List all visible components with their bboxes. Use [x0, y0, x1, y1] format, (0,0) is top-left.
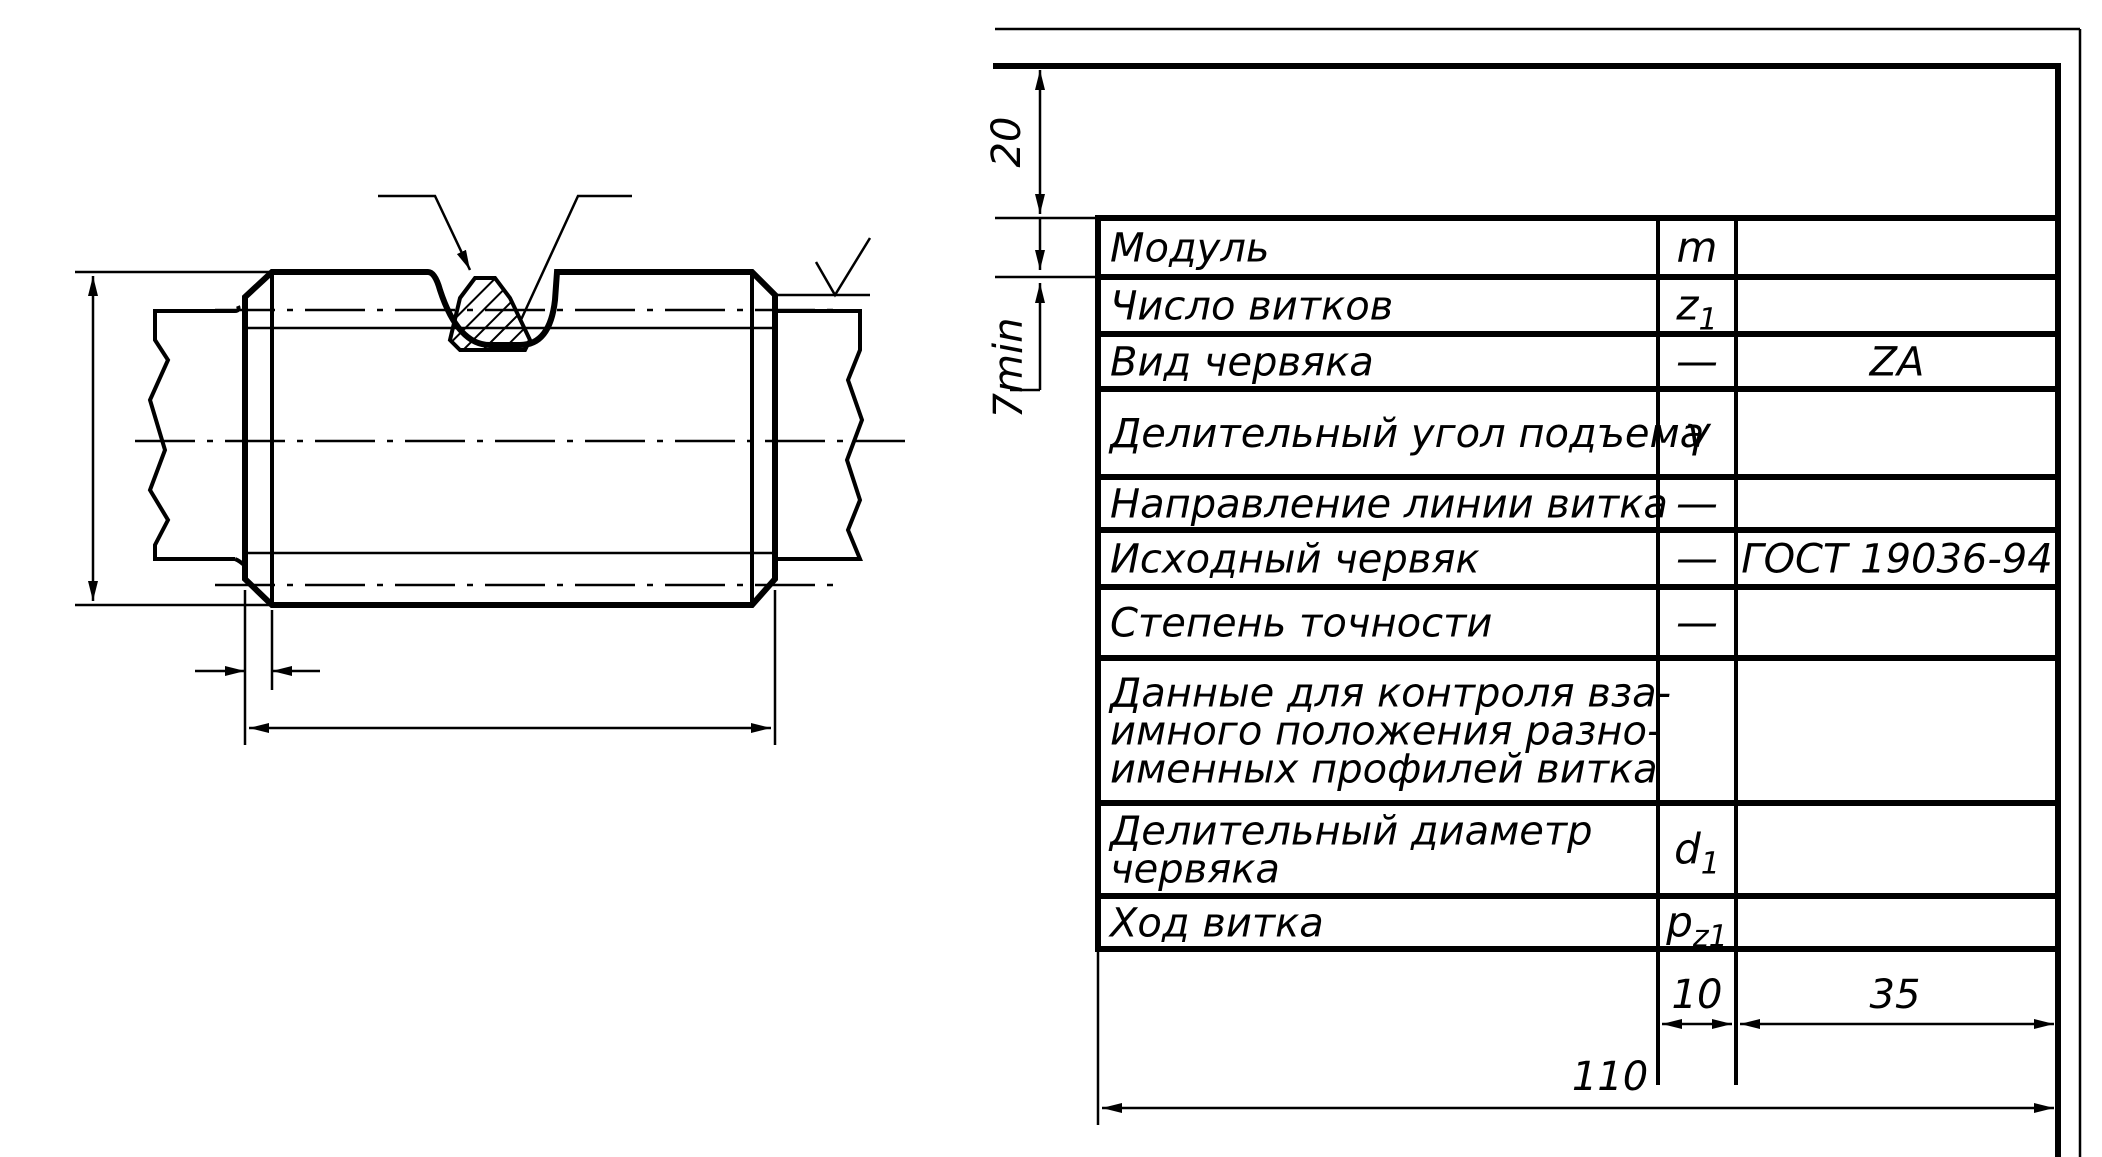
- table-outline: [1095, 215, 2061, 952]
- row-symbol: d1: [1674, 825, 1720, 882]
- row-symbol: —: [1676, 337, 1718, 386]
- right-shaft-stub: [775, 309, 865, 561]
- dim-10-label: 10: [1672, 972, 1723, 1018]
- row-label: Делительный диаметр: [1108, 809, 1593, 855]
- row-label: Делительный угол подъема: [1108, 411, 1704, 457]
- row-symbol: z1: [1675, 281, 1717, 338]
- leader-line-2: [518, 194, 632, 323]
- row-label: имного положения разно-: [1110, 709, 1661, 755]
- dim-110-label: 110: [1572, 1054, 1648, 1100]
- row-symbol: pz1: [1665, 898, 1728, 955]
- dim-7min-label: 7min: [986, 318, 1032, 419]
- row-label: Число витков: [1110, 284, 1393, 330]
- row-symbol: γ: [1685, 408, 1712, 457]
- row-label: Данные для контроля вза-: [1108, 671, 1671, 717]
- row-label: червяка: [1110, 847, 1280, 893]
- dim-20-label: 20: [984, 117, 1030, 168]
- row-label: Вид червяка: [1110, 340, 1374, 386]
- left-shaft-stub: [147, 309, 235, 561]
- row-label: Исходный червяк: [1110, 537, 1480, 583]
- row-label: Ход витка: [1108, 901, 1324, 947]
- row-dividers: [1098, 274, 2058, 899]
- row-label: Степень точности: [1110, 601, 1492, 647]
- row-label: Модуль: [1110, 226, 1269, 272]
- row-symbol: m: [1677, 223, 1718, 272]
- row-label: Направление линии витка: [1110, 482, 1668, 528]
- row-label: именных профилей витка: [1110, 747, 1658, 793]
- row-value: ZA: [1869, 340, 1925, 386]
- row-value: ГОСТ 19036-94: [1741, 537, 2052, 583]
- roughness-mark: [814, 237, 872, 298]
- worm-shaft-view: [75, 194, 905, 745]
- row-symbol: —: [1676, 534, 1718, 583]
- leader-line-1: [378, 194, 472, 271]
- dim-35-label: 35: [1870, 972, 1921, 1018]
- row-symbol: —: [1676, 479, 1718, 528]
- row-symbol: —: [1676, 598, 1718, 647]
- thread-tooth-section: [447, 276, 533, 352]
